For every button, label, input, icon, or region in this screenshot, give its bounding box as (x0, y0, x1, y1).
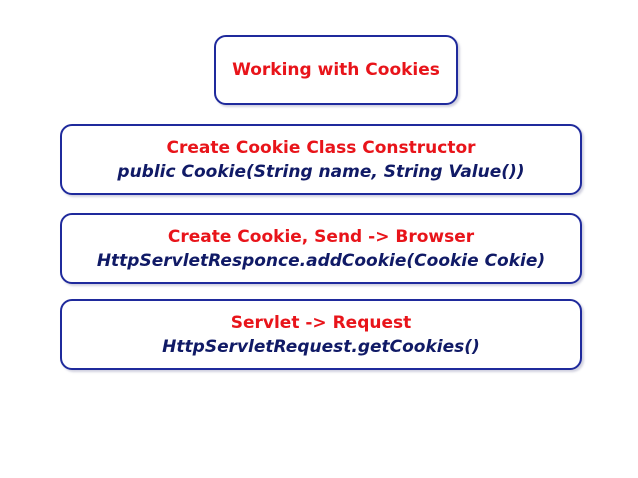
step-heading: Servlet -> Request (230, 312, 412, 333)
step-code: public Cookie(String name, String Value(… (117, 161, 525, 182)
title-label: Working with Cookies (232, 60, 440, 80)
step-heading: Create Cookie Class Constructor (166, 137, 476, 158)
step-heading: Create Cookie, Send -> Browser (167, 226, 475, 247)
step-box-constructor: Create Cookie Class Constructor public C… (60, 124, 582, 195)
step-code: HttpServletRequest.getCookies() (162, 336, 480, 357)
step-box-send-browser: Create Cookie, Send -> Browser HttpServl… (60, 213, 582, 284)
step-box-request: Servlet -> Request HttpServletRequest.ge… (60, 299, 582, 370)
title-box: Working with Cookies (214, 35, 458, 105)
step-code: HttpServletResponce.addCookie(Cookie Cok… (96, 250, 546, 271)
